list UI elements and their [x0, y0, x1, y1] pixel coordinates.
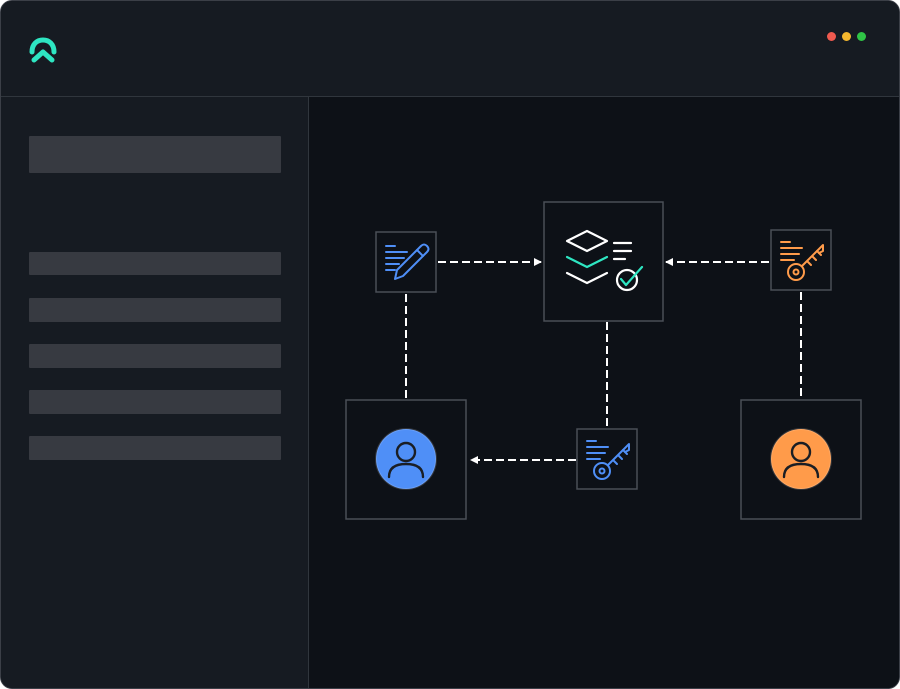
document-key-icon [586, 440, 630, 480]
flow-diagram [345, 201, 862, 520]
sidebar-item-placeholder[interactable] [29, 298, 281, 322]
node-orange-user[interactable] [740, 399, 862, 520]
node-blue-user[interactable] [345, 399, 467, 520]
sidebar-item-placeholder[interactable] [29, 390, 281, 414]
sidebar-item-placeholder[interactable] [29, 344, 281, 368]
maximize-window-button[interactable] [857, 32, 866, 41]
node-ledger[interactable] [543, 201, 664, 322]
window-controls [827, 32, 866, 41]
diagram-edges [405, 258, 802, 464]
minimize-window-button[interactable] [842, 32, 851, 41]
document-key-icon [780, 241, 824, 281]
user-avatar-icon [770, 428, 832, 490]
sidebar-item-placeholder[interactable] [29, 252, 281, 275]
user-avatar-icon [375, 428, 437, 490]
sidebar [1, 97, 309, 688]
node-blue-key[interactable] [576, 428, 638, 490]
close-window-button[interactable] [827, 32, 836, 41]
sidebar-item-placeholder[interactable] [29, 436, 281, 460]
title-bar [1, 1, 899, 97]
node-orange-key[interactable] [770, 229, 832, 291]
document-sign-icon [385, 243, 430, 280]
brand-logo-icon[interactable] [27, 35, 59, 67]
sidebar-header-placeholder [29, 136, 281, 173]
stack-verified-icon [565, 229, 644, 292]
node-sign-document[interactable] [375, 231, 437, 293]
diagram-canvas [309, 97, 899, 688]
